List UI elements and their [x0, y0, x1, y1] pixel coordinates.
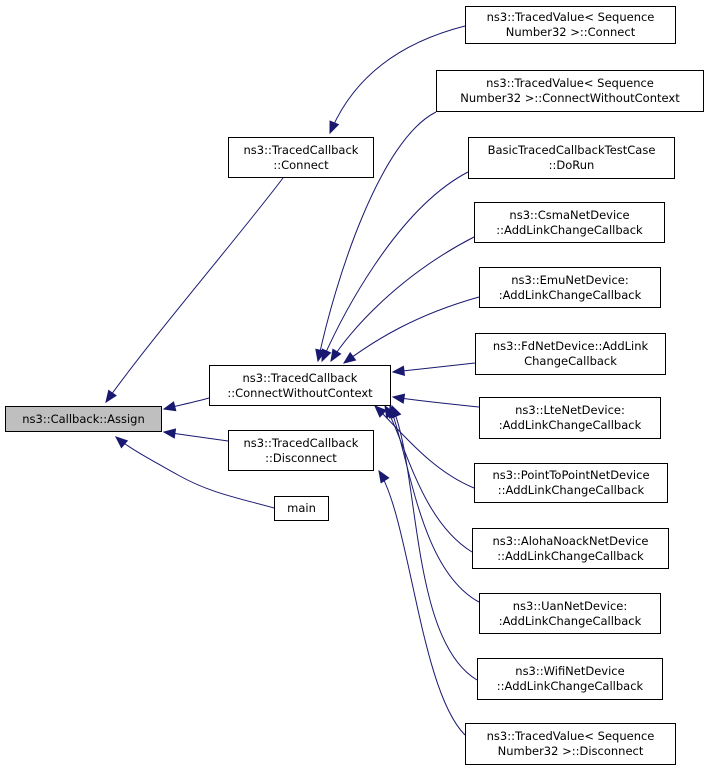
- edge-tv_disconnect-to-tc_disconnect: [378, 470, 466, 736]
- node-label-line: ::Connect: [273, 157, 329, 172]
- edge-fd-to-tc_cwc: [392, 362, 476, 373]
- node-label-line: ::AddLinkChangeCallback: [497, 548, 644, 563]
- edge-tv_connect-to-tc_connect: [329, 25, 466, 134]
- node-tracedvalue-disconnect[interactable]: ns3::TracedValue< Sequence Number32 >::D…: [465, 723, 676, 765]
- edge-wifi-to-tc_cwc: [391, 405, 478, 681]
- node-label-line: ns3::LteNetDevice:: [515, 403, 625, 417]
- node-csma-net-device-add-link-change-callback[interactable]: ns3::CsmaNetDevice ::AddLinkChangeCallba…: [474, 202, 665, 243]
- arrowhead-tv_disconnect-to-tc_disconnect: [378, 469, 390, 484]
- edge-csma-to-tc_cwc: [330, 236, 475, 362]
- node-main[interactable]: main: [274, 496, 329, 521]
- edge-aloha-to-tc_cwc: [384, 405, 473, 553]
- node-label-line: ns3::TracedValue< Sequence: [486, 10, 655, 24]
- edge-lte-to-tc_cwc: [392, 396, 480, 408]
- node-label-line: Number32 >::Connect: [505, 25, 636, 39]
- edge-uan-to-tc_cwc: [389, 405, 480, 603]
- node-tracedcallback-connect[interactable]: ns3::TracedCallback ::Connect: [228, 137, 374, 178]
- node-label-line: ns3::TracedValue< Sequence: [486, 76, 654, 90]
- node-label-line: ::AddLinkChangeCallback: [497, 483, 645, 497]
- arrowhead-fd-to-tc_cwc: [391, 365, 406, 376]
- node-point-to-point-net-device-add-link-change-callback[interactable]: ns3::PointToPointNetDevice ::AddLinkChan…: [474, 463, 668, 503]
- node-label-line: main: [287, 501, 316, 515]
- edge-main-to-assign: [115, 436, 275, 509]
- arrowhead-tc_disconnect-to-assign: [162, 428, 177, 439]
- node-label-line: ns3::TracedCallback: [243, 435, 359, 450]
- edge-emu-to-tc_cwc: [343, 296, 480, 364]
- node-label-line: :AddLinkChangeCallback: [498, 613, 642, 628]
- edge-basic_test-to-tc_cwc: [321, 171, 469, 362]
- node-label-line: :AddLinkChangeCallback: [498, 418, 642, 432]
- node-label-line: Number32 >::ConnectWithoutContext: [460, 91, 680, 105]
- node-label-line: ns3::TracedCallback: [242, 370, 358, 385]
- node-lte-net-device-add-link-change-callback[interactable]: ns3::LteNetDevice: :AddLinkChangeCallbac…: [479, 397, 661, 439]
- node-label-line: ns3::CsmaNetDevice: [509, 207, 630, 222]
- arrowhead-wifi-to-tc_cwc: [391, 404, 402, 419]
- node-fd-net-device-add-link-change-callback[interactable]: ns3::FdNetDevice::AddLink ChangeCallback: [475, 333, 666, 375]
- node-tracedcallback-disconnect[interactable]: ns3::TracedCallback ::Disconnect: [228, 430, 374, 471]
- node-basic-traced-callback-test-case-dorun[interactable]: BasicTracedCallbackTestCase ::DoRun: [468, 137, 675, 179]
- node-tracedvalue-connect-without-context[interactable]: ns3::TracedValue< Sequence Number32 >::C…: [436, 70, 704, 112]
- node-uan-net-device-add-link-change-callback[interactable]: ns3::UanNetDevice: :AddLinkChangeCallbac…: [479, 593, 661, 634]
- arrowhead-csma-to-tc_cwc: [330, 348, 342, 363]
- node-label-line: ::DoRun: [548, 158, 595, 172]
- arrowhead-p2p-to-tc_cwc: [374, 405, 387, 418]
- node-label-line: ::AddLinkChangeCallback: [496, 679, 644, 693]
- node-label-line: ns3::PointToPointNetDevice: [492, 468, 650, 482]
- arrowhead-emu-to-tc_cwc: [342, 351, 357, 364]
- node-label-line: ns3::AlohaNoackNetDevice: [492, 533, 649, 548]
- node-label-line: ::AddLinkChangeCallback: [496, 222, 643, 237]
- node-label-line: ns3::FdNetDevice::AddLink: [492, 339, 649, 353]
- arrowhead-lte-to-tc_cwc: [391, 393, 406, 404]
- node-callback-assign: ns3::Callback::Assign: [5, 406, 162, 432]
- node-label-line: ChangeCallback: [524, 354, 617, 368]
- arrowhead-main-to-assign: [114, 436, 129, 449]
- node-label-line: ::Disconnect: [265, 450, 337, 465]
- node-label-line: ::ConnectWithoutContext: [227, 385, 373, 400]
- node-tracedcallback-connect-without-context[interactable]: ns3::TracedCallback ::ConnectWithoutCont…: [209, 365, 391, 406]
- node-label-line: Number32 >::Disconnect: [497, 744, 644, 758]
- node-label-line: ns3::TracedCallback: [243, 142, 359, 157]
- node-label-line: ns3::EmuNetDevice:: [511, 272, 629, 287]
- node-label-line: ns3::Callback::Assign: [22, 411, 145, 426]
- node-label-line: BasicTracedCallbackTestCase: [487, 143, 656, 157]
- node-label-line: ns3::UanNetDevice:: [512, 598, 628, 613]
- arrowhead-tc_connect-to-assign: [105, 389, 117, 404]
- node-aloha-noack-net-device-add-link-change-callback[interactable]: ns3::AlohaNoackNetDevice ::AddLinkChange…: [472, 528, 669, 569]
- node-label-line: ns3::WifiNetDevice: [515, 664, 625, 678]
- node-label-line: ns3::TracedValue< Sequence: [486, 729, 655, 743]
- node-emu-net-device-add-link-change-callback[interactable]: ns3::EmuNetDevice: :AddLinkChangeCallbac…: [479, 267, 661, 308]
- edge-tv_cwc-to-tc_cwc: [317, 111, 437, 362]
- node-wifi-net-device-add-link-change-callback[interactable]: ns3::WifiNetDevice ::AddLinkChangeCallba…: [477, 658, 663, 700]
- arrowhead-basic_test-to-tc_cwc: [321, 348, 332, 363]
- node-tracedvalue-connect[interactable]: ns3::TracedValue< Sequence Number32 >::C…: [465, 6, 676, 44]
- arrowhead-tc_cwc-to-assign: [162, 401, 177, 412]
- node-label-line: :AddLinkChangeCallback: [498, 287, 642, 302]
- arrowhead-tv_connect-to-tc_connect: [329, 120, 340, 135]
- edge-p2p-to-tc_cwc: [374, 405, 475, 489]
- edge-tc_connect-to-assign: [105, 177, 284, 403]
